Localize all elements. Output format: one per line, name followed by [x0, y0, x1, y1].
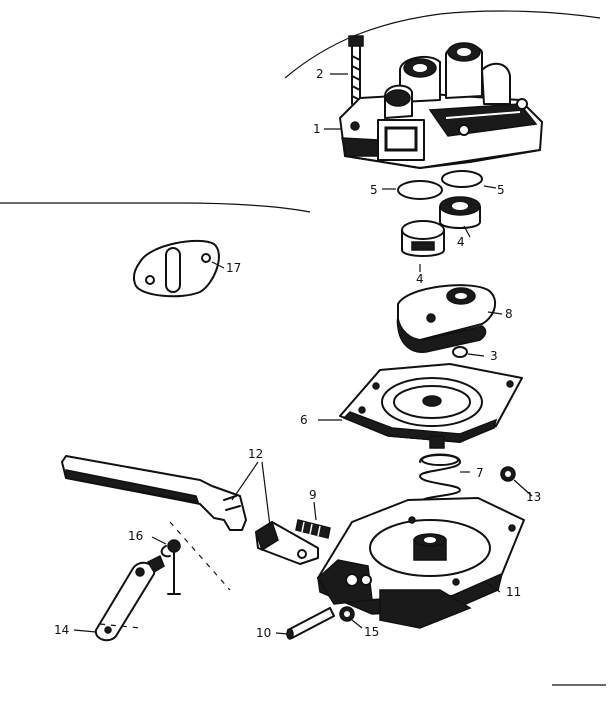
part-12-link: [255, 520, 319, 565]
label-part-15: 15: [364, 625, 379, 639]
label-part-7: 7: [476, 466, 484, 480]
part-16-pin: [160, 539, 181, 595]
part-1-upper-body: [339, 42, 543, 169]
part-9-spring: [295, 519, 331, 539]
label-part-4-upper: 4: [457, 235, 465, 249]
part-15-washer: [339, 606, 355, 622]
label-part-3: 3: [490, 349, 498, 363]
assembly-line-link: [99, 623, 141, 629]
part-12-rocker-arm: [61, 455, 247, 531]
part-4-valve-upper: [439, 196, 481, 229]
part-13-plug: [500, 466, 516, 482]
background-rule: [0, 202, 311, 213]
label-part-8: 8: [505, 307, 513, 321]
label-part-13: 13: [526, 490, 541, 504]
part-17-gasket-plate: [132, 239, 220, 298]
part-10-pin: [286, 607, 335, 640]
part-2-bolt: [348, 35, 364, 105]
leader-lines: [73, 73, 533, 635]
label-part-16: 16: [128, 529, 143, 543]
label-part-9: 9: [309, 488, 317, 502]
label-part-5-left: 5: [370, 183, 378, 197]
part-5-gasket-right: [441, 170, 483, 188]
part-4-valve-lower: [401, 220, 445, 257]
part-8-cover-plate: [396, 284, 497, 353]
label-part-10: 10: [256, 626, 271, 640]
part-11-lower-body: [317, 497, 525, 629]
label-part-14: 14: [54, 623, 69, 637]
label-part-17: 17: [226, 261, 241, 275]
label-part-11: 11: [506, 585, 521, 599]
part-6-diaphragm: [339, 363, 523, 449]
label-part-12: 12: [248, 447, 263, 461]
label-part-6: 6: [300, 413, 308, 427]
label-part-5-right: 5: [497, 183, 505, 197]
label-part-2: 2: [316, 67, 324, 81]
background-arc: [284, 10, 601, 79]
part-3-ring: [452, 346, 468, 358]
label-part-4-lower: 4: [416, 272, 424, 286]
assembly-line-arm: [169, 521, 231, 591]
part-14-link: [94, 554, 165, 642]
part-5-gasket-left: [397, 180, 443, 200]
label-part-1: 1: [313, 122, 321, 136]
